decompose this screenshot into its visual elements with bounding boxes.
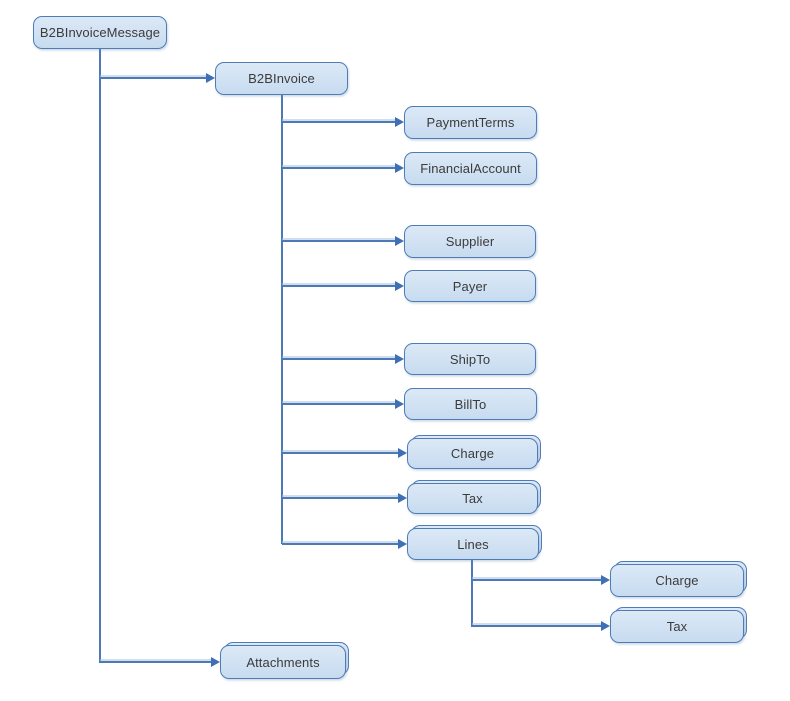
node-supplier: Supplier [404, 225, 536, 258]
connector-to-paymentterms [282, 121, 395, 123]
arrowhead-attachments-icon [211, 657, 220, 667]
node-lines: Lines [407, 525, 542, 560]
arrowhead-lines-tax-icon [601, 621, 610, 631]
node-attachments: Attachments [220, 642, 349, 679]
arrowhead-financialaccount-icon [395, 163, 404, 173]
arrowhead-charge-icon [398, 448, 407, 458]
connector-to-supplier [282, 240, 395, 242]
arrowhead-billto-icon [395, 399, 404, 409]
node-charge: Charge [407, 435, 541, 469]
arrowhead-tax-icon [398, 493, 407, 503]
arrowhead-lines-charge-icon [601, 575, 610, 585]
arrowhead-b2binvoice-icon [206, 73, 215, 83]
connector-trunk-lines [471, 560, 473, 627]
node-shipto: ShipTo [404, 343, 536, 375]
node-b2binvoicemessage: B2BInvoiceMessage [33, 16, 167, 49]
connector-to-billto [282, 403, 395, 405]
arrowhead-supplier-icon [395, 236, 404, 246]
connector-to-payer [282, 285, 395, 287]
arrowhead-lines-icon [398, 539, 407, 549]
node-billto: BillTo [404, 388, 537, 420]
connector-to-tax [282, 497, 398, 499]
connector-to-lines [282, 543, 398, 545]
arrowhead-shipto-icon [395, 354, 404, 364]
node-paymentterms: PaymentTerms [404, 106, 537, 139]
connector-to-attachments [100, 661, 211, 663]
connector-to-charge [282, 452, 398, 454]
node-lines-charge: Charge [610, 561, 747, 597]
arrowhead-paymentterms-icon [395, 117, 404, 127]
connector-trunk-b2binvoicemessage [99, 49, 101, 663]
connector-trunk-b2binvoice [281, 95, 283, 544]
node-financialaccount: FinancialAccount [404, 152, 537, 185]
connector-to-shipto [282, 358, 395, 360]
connector-to-lines-tax [472, 625, 601, 627]
connector-to-lines-charge [472, 579, 601, 581]
node-tax: Tax [407, 480, 541, 514]
node-b2binvoice: B2BInvoice [215, 62, 348, 95]
connector-to-financialaccount [282, 167, 395, 169]
connector-to-b2binvoice [100, 77, 206, 79]
arrowhead-payer-icon [395, 281, 404, 291]
node-lines-tax: Tax [610, 607, 747, 643]
node-payer: Payer [404, 270, 536, 302]
